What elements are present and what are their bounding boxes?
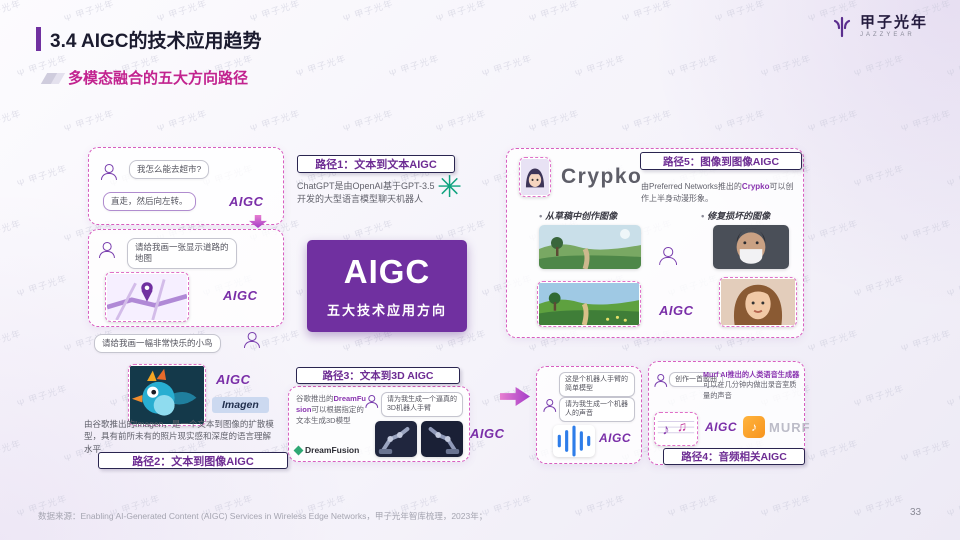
user-icon — [654, 374, 667, 387]
repair-column-title: 修复损坏的图像 — [701, 209, 770, 222]
crypko-logo: Crypko — [561, 165, 643, 188]
robot-arm-image — [375, 421, 417, 457]
center-title: AIGC — [343, 253, 431, 290]
path1-header: 路径1：文本到文本AIGC — [297, 155, 455, 173]
generated-landscape-image — [537, 281, 641, 327]
brand-name: 甲子光年 — [860, 14, 929, 32]
murf-logo: ♪ MURF — [743, 416, 811, 438]
aigc-label: AIGC — [659, 303, 694, 318]
bird-request-bubble: 请给我画一幅非常快乐的小鸟 — [94, 334, 221, 354]
page-title: 3.4 AIGC的技术应用趋势 — [50, 31, 262, 52]
murf-logo-icon: ♪ — [743, 416, 765, 438]
page-number: 33 — [910, 507, 922, 518]
path3-box: 谷歌推出的DreamFusion可以根据指定的文本生成3D模型 DreamFus… — [288, 386, 470, 462]
data-source-note: 数据来源：Enabling AI-Generated Content (AIGC… — [38, 511, 488, 521]
bird-image — [128, 364, 206, 426]
center-subtitle: 五大技术应用方向 — [326, 303, 447, 318]
svg-text:♪: ♪ — [662, 422, 669, 438]
masked-face-image — [713, 225, 789, 269]
svg-text:♫: ♫ — [677, 418, 687, 434]
robot-model-bubble: 这是个机器人手臂的简单模型 — [559, 372, 635, 397]
path4-header: 路径4：音频相关AIGC — [663, 448, 805, 465]
robot-arm-image — [421, 421, 463, 457]
aigc-label: AIGC — [470, 426, 505, 441]
user-icon — [101, 164, 117, 180]
path1-chat-box: 我怎么能去超市? 直走，然后向左转。 AIGC — [88, 147, 284, 225]
user-icon — [365, 395, 378, 408]
jazzyear-logo-icon — [833, 16, 851, 38]
restored-face-image — [719, 277, 797, 327]
dreamfusion-logo: DreamFusion — [293, 445, 359, 455]
brand-logo: 甲子光年 JAZZYEAR — [830, 15, 928, 39]
aigc-label: AIGC — [229, 194, 264, 209]
page-subtitle: 多模态融合的五大方向路径 — [68, 70, 249, 87]
path5-description: 由Preferred Networks推出的Crypko可以创作上半身动漫形象。 — [641, 182, 794, 203]
voice-request-bubble: 请为我生成一个机器人的声音 — [559, 397, 635, 422]
aigc-label: AIGC — [705, 420, 737, 434]
sketch-landscape-image — [539, 225, 641, 269]
path2-header: 路径2：文本到图像AIGC — [98, 452, 288, 469]
chat-question-bubble: 我怎么能去超市? — [129, 160, 210, 180]
map-request-bubble: 请给我画一张显示道路的地图 — [127, 238, 237, 269]
path3-description: 谷歌推出的DreamFusion可以根据指定的文本生成3D模型 — [296, 394, 367, 425]
right-arrow-icon — [500, 387, 530, 406]
openai-logo-icon: ✳ — [437, 171, 463, 204]
path4-box: 创作一首歌曲 Murf AI推出的人类语音生成器可以在几分钟内做出录音室质量的声… — [648, 361, 810, 465]
user-icon — [99, 242, 115, 258]
user-icon — [543, 399, 556, 412]
dreamfusion-logo-icon — [293, 445, 304, 455]
aigc-label: AIGC — [223, 288, 258, 303]
song-request-bubble: 创作一首歌曲 — [669, 372, 723, 388]
path5-box: Crypko 由Preferred Networks推出的Crypko可以创作上… — [506, 148, 804, 338]
path1-description: ChatGPT是由OpenAI基于GPT-3.5 开发的大型语言模型聊天机器人 — [297, 181, 435, 205]
path5-header: 路径5：图像到图像AIGC — [640, 152, 802, 170]
music-notes-image: ♪ ♫ — [654, 412, 698, 446]
brand-subname: JAZZYEAR — [860, 31, 915, 38]
path2-map-box: 请给我画一张显示道路的地图 AIGC — [88, 229, 284, 327]
title-accent-bar — [36, 27, 41, 51]
imagen-logo: Imagen — [212, 397, 269, 413]
path4-description: Murf AI推出的人类语音生成器可以在几分钟内做出录音室质量的声音 — [703, 370, 800, 400]
user-icon — [244, 332, 260, 348]
audio-waveform-icon — [553, 425, 595, 457]
chat-answer-bubble: 直走，然后向左转。 — [103, 192, 196, 212]
path3-header: 路径3：文本到3D AIGC — [296, 367, 460, 384]
audio-demo-box: 这是个机器人手臂的简单模型 请为我生成一个机器人的声音 AIGC — [536, 366, 642, 464]
robot-arm-request-bubble: 请为我生成一个逼真的3D机器人手臂 — [381, 392, 463, 417]
aigc-label: AIGC — [216, 372, 251, 387]
path2-description: 由谷歌推出的Imagen，是一个文本到图像的扩散模型，具有前所未有的照片现实感和… — [84, 419, 274, 454]
user-icon — [659, 247, 677, 265]
aigc-label: AIGC — [599, 431, 631, 445]
sketch-column-title: 从草稿中创作图像 — [539, 209, 617, 222]
aigc-center-box: AIGC 五大技术应用方向 — [307, 240, 467, 332]
map-image — [105, 272, 189, 322]
crypko-avatar-image — [519, 157, 551, 197]
